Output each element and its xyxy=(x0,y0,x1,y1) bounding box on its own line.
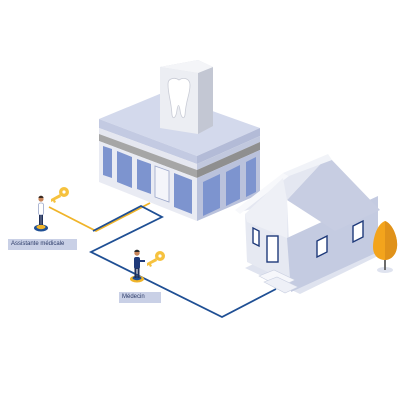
person-icon xyxy=(38,195,44,225)
route-doctor xyxy=(88,204,277,319)
doctor-figure xyxy=(130,249,145,283)
person-icon xyxy=(134,249,145,278)
tooth-sign xyxy=(160,60,213,134)
assistant-label: Assistante médicale xyxy=(8,239,77,250)
tooth-icon xyxy=(167,77,191,119)
doctor-key-icon xyxy=(147,251,165,267)
assistant-key-icon xyxy=(51,187,69,203)
tree-icon xyxy=(373,221,398,273)
house xyxy=(235,154,380,294)
doctor-label: Médecin xyxy=(119,292,161,303)
assistant-figure xyxy=(34,195,48,232)
route-assistant xyxy=(48,202,151,233)
